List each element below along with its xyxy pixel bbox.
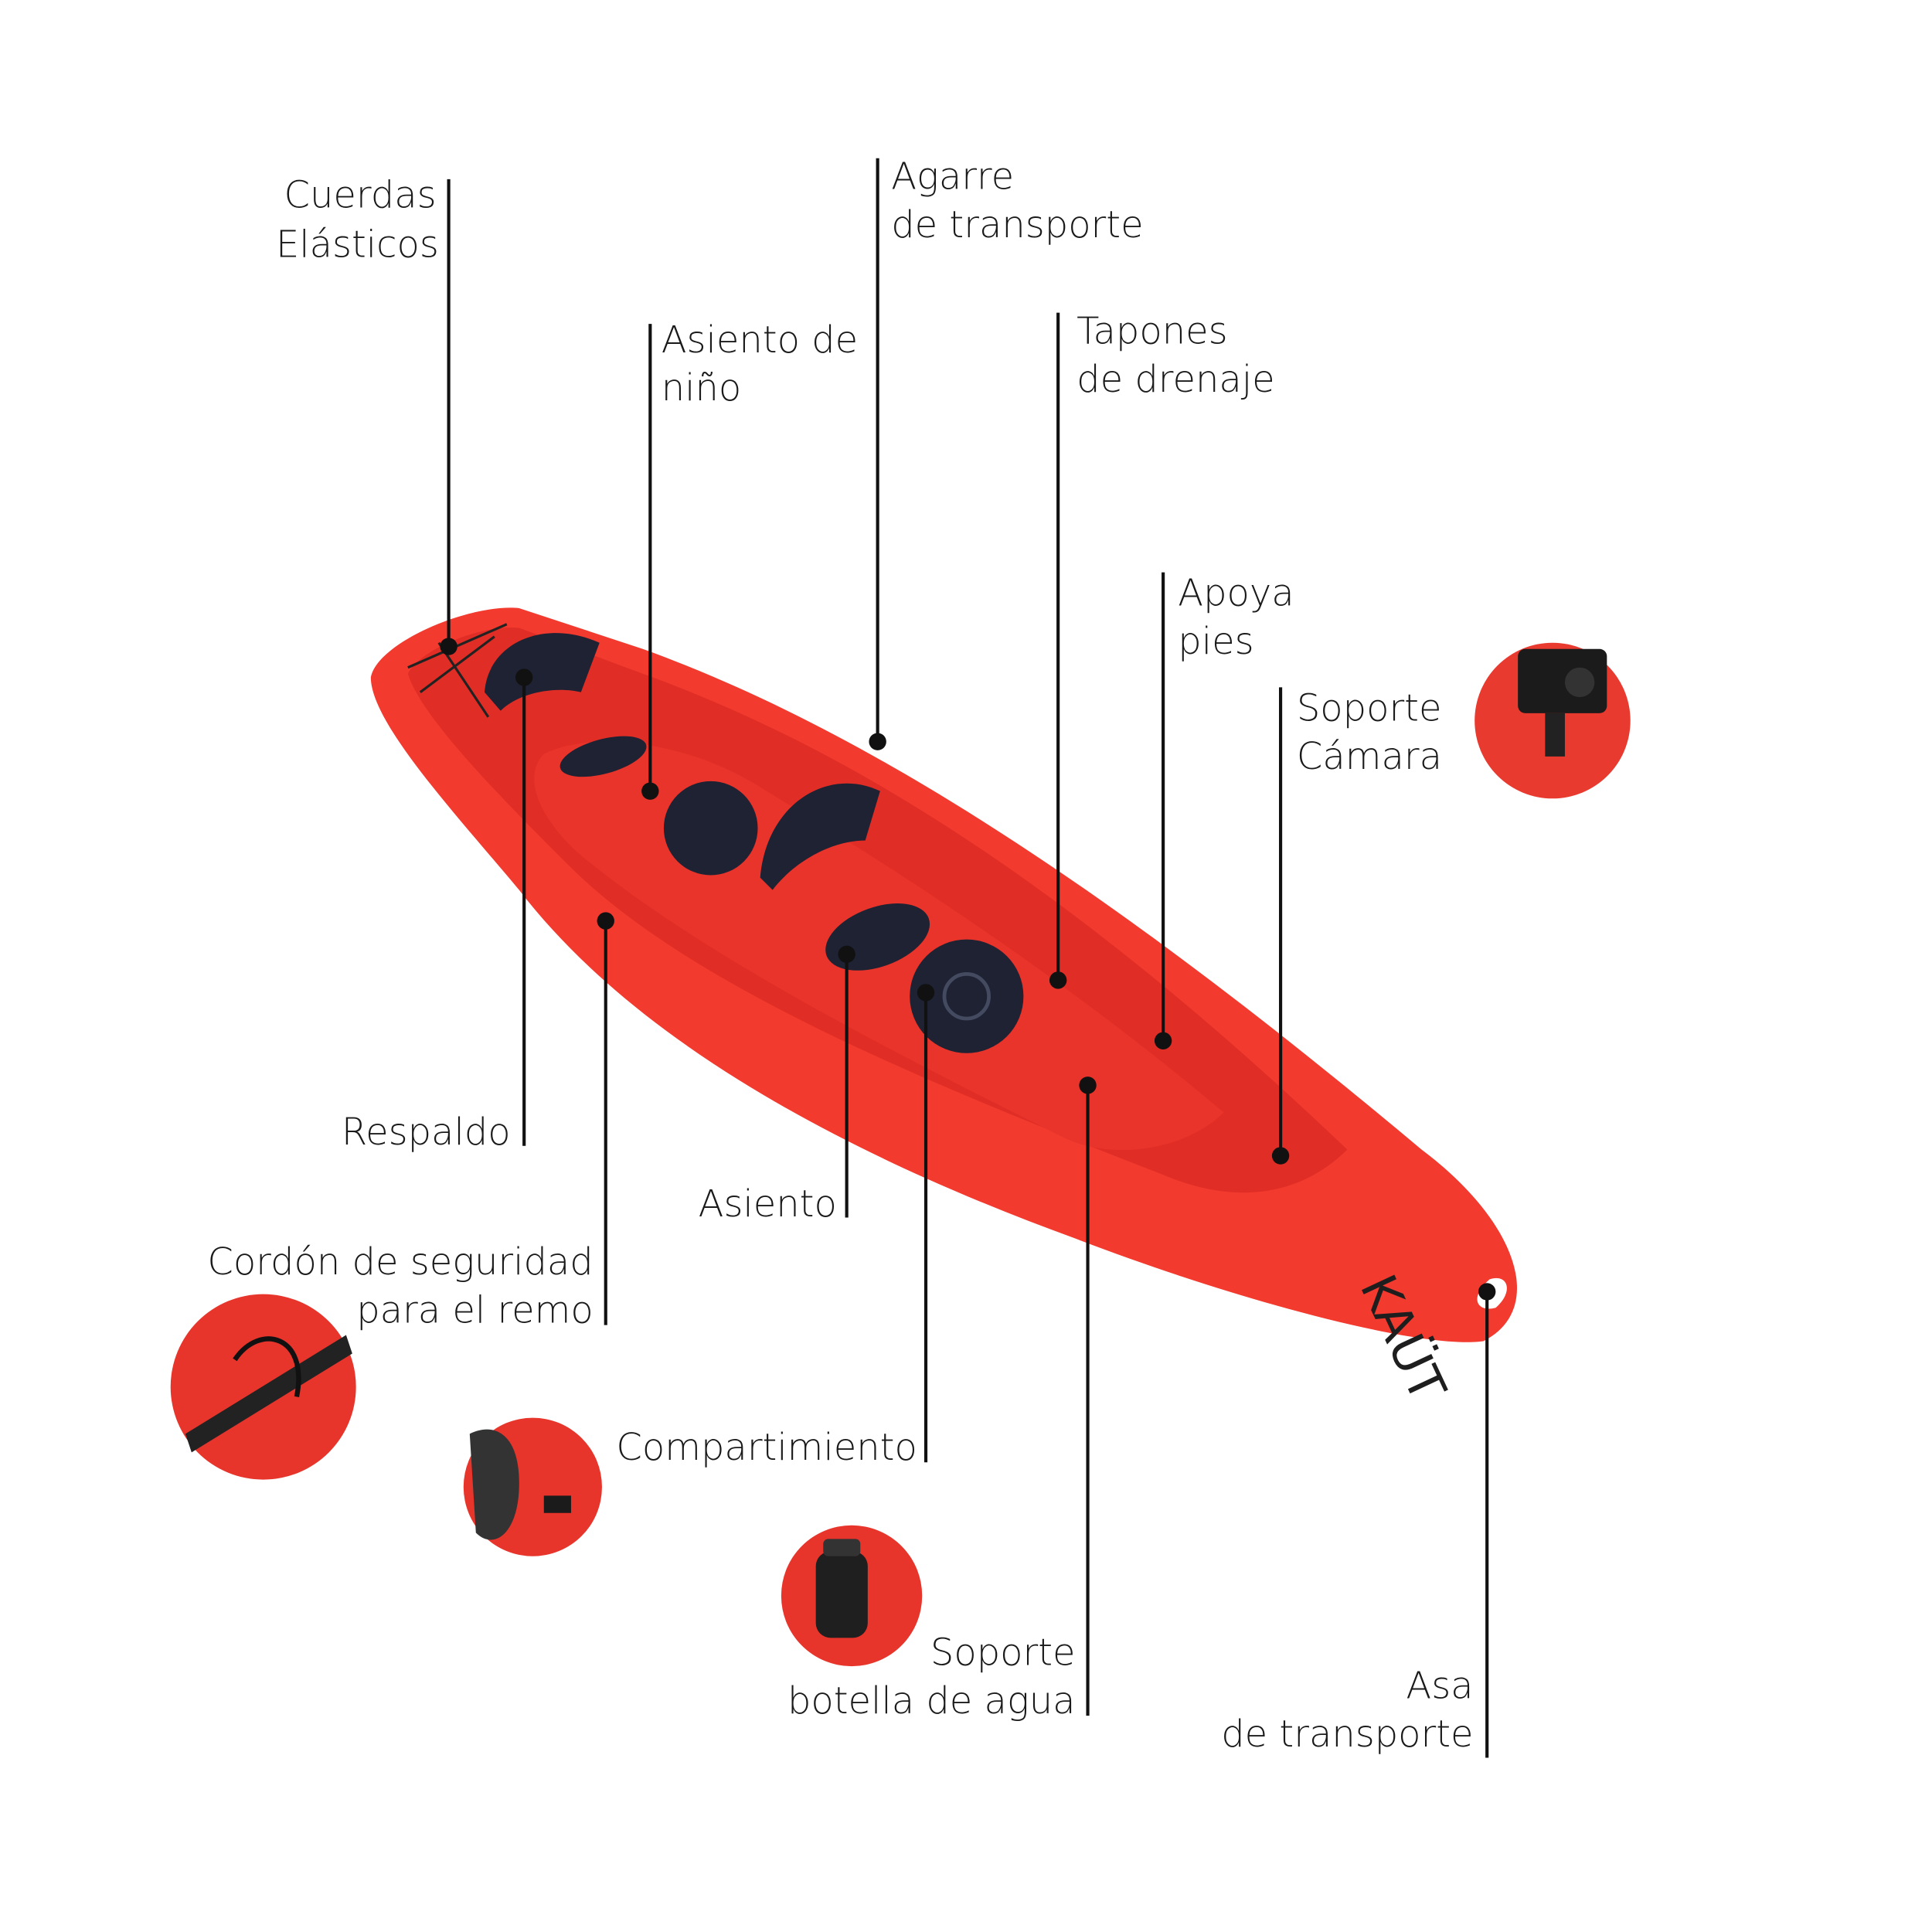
hatch-large <box>910 939 1024 1053</box>
svg-text:de drenaje: de drenaje <box>1077 358 1274 401</box>
svg-text:Apoya: Apoya <box>1178 572 1294 615</box>
callout-soporte-botella: Soporte botella de agua <box>787 1077 1097 1723</box>
svg-text:botella de agua: botella de agua <box>787 1679 1076 1723</box>
svg-text:Agarre: Agarre <box>891 155 1014 199</box>
svg-text:niño: niño <box>662 366 741 410</box>
rear-seat-back <box>484 633 600 711</box>
callout-respaldo: Respaldo <box>342 668 533 1154</box>
bottle-holder-photo <box>781 1525 923 1667</box>
svg-text:Asa: Asa <box>1406 1665 1473 1708</box>
callout-compartimiento: Compartimiento <box>616 984 935 1469</box>
svg-text:para el remo: para el remo <box>356 1288 594 1332</box>
svg-text:Compartimiento: Compartimiento <box>616 1426 917 1469</box>
paddle-leash-photo <box>170 1294 356 1480</box>
svg-text:de transporte: de transporte <box>891 203 1143 247</box>
svg-text:Respaldo: Respaldo <box>342 1111 511 1154</box>
camera-mount-photo <box>1475 642 1631 799</box>
callout-apoya-pies: Apoya pies <box>1154 572 1294 1049</box>
svg-text:Soporte: Soporte <box>1297 687 1442 730</box>
callout-asa: Asa de transporte <box>1221 1283 1496 1758</box>
front-seat-back <box>760 783 880 890</box>
callout-tapones: Tapones de drenaje <box>1049 310 1275 989</box>
svg-text:Elásticos: Elásticos <box>276 223 439 267</box>
callout-asiento: Asiento <box>699 945 855 1226</box>
svg-text:Cuerdas: Cuerdas <box>284 174 436 217</box>
callout-asiento-nino: Asiento de niño <box>641 318 858 800</box>
svg-text:Soporte: Soporte <box>930 1631 1076 1675</box>
compartment-photo <box>463 1417 602 1556</box>
svg-text:Asiento: Asiento <box>699 1182 837 1226</box>
svg-text:de transporte: de transporte <box>1221 1713 1473 1756</box>
svg-text:Cámara: Cámara <box>1297 735 1442 778</box>
callout-cuerdas-elasticos: Cuerdas Elásticos <box>276 174 457 655</box>
svg-text:Cordón de seguridad: Cordón de seguridad <box>207 1240 593 1284</box>
callout-cordon: Cordón de seguridad para el remo <box>207 912 614 1332</box>
hatch-small <box>663 781 758 876</box>
callout-agarre: Agarre de transporte <box>869 155 1144 750</box>
svg-text:Tapones: Tapones <box>1077 310 1227 353</box>
svg-text:pies: pies <box>1178 620 1253 663</box>
callout-soporte-camara: Soporte Cámara <box>1271 687 1442 1165</box>
svg-text:Asiento de: Asiento de <box>662 318 858 362</box>
